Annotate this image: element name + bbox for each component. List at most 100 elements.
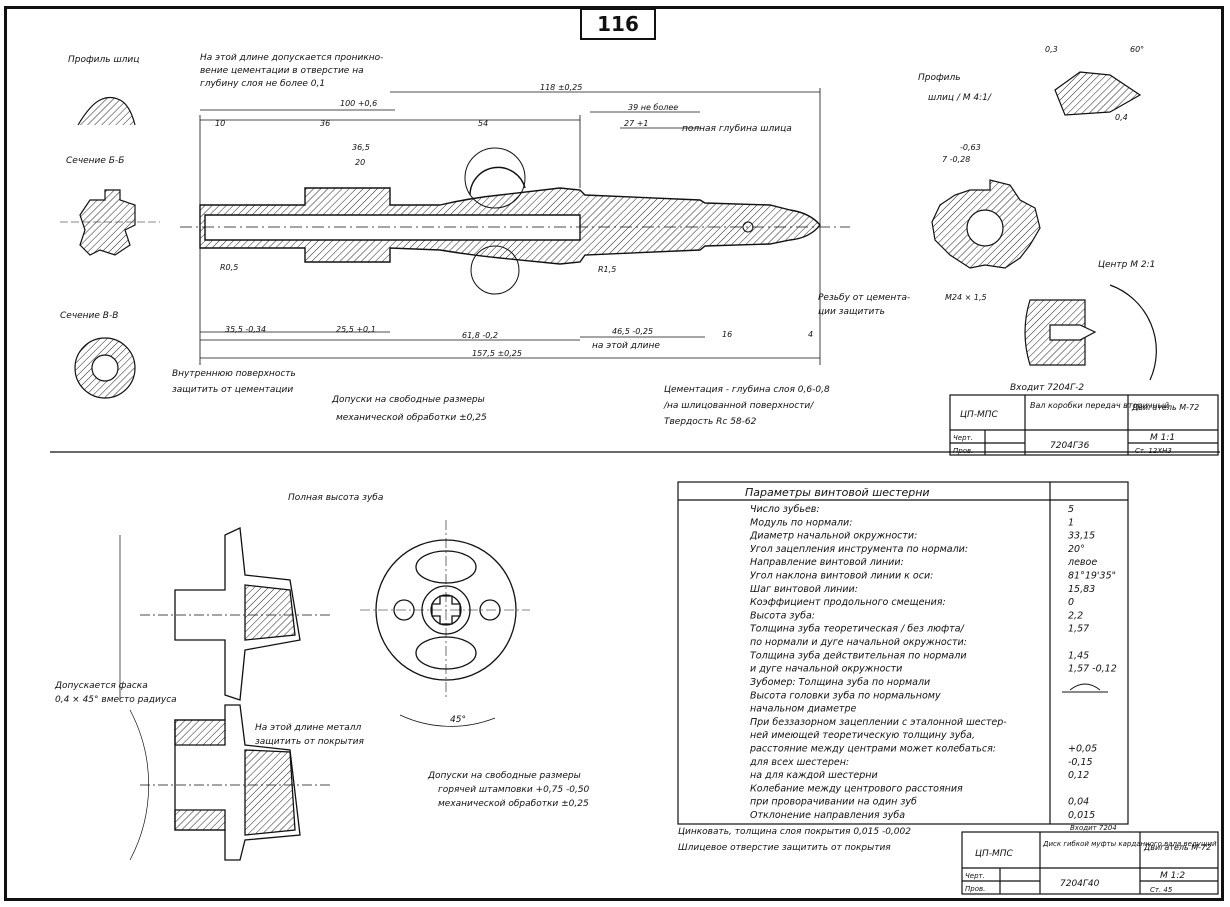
tb-bot-name: Диск гибкой муфты карданного вала ведущи… (1042, 840, 1217, 848)
dim-36: 36 (320, 119, 330, 128)
dim-118: 118 ±0,25 (540, 83, 582, 92)
param-value: 1,57 (1068, 624, 1089, 635)
param-label: При беззазорном зацеплении с эталонной ш… (750, 717, 1007, 728)
top-title-texts: ЦП-МПС Вал коробки передач вторичный Дви… (953, 401, 1199, 455)
center-detail-view (1024, 284, 1157, 381)
param-label: Угол зацепления инструмента по нормали: (750, 544, 968, 555)
dim-4: 4 (808, 330, 813, 339)
enters-label-top: Входит 7204Г-2 (1010, 383, 1084, 393)
chamfer-note-1: Допускается фаска (54, 681, 148, 691)
param-label: Толщина зуба теоретическая / без люфта/ (750, 624, 966, 635)
tb-top-org: ЦП-МПС (960, 410, 999, 420)
top-dimensions: 118 ±0,25 100 +0,6 36 54 39 не более 27 … (215, 45, 1144, 358)
bottom-title-texts: ЦП-МПС Диск гибкой муфты карданного вала… (965, 840, 1217, 894)
dim-r05: R0,5 (220, 263, 238, 272)
flange-view-upper (119, 527, 330, 701)
cross-hole (742, 221, 754, 233)
param-value: -0,15 (1068, 757, 1093, 768)
dim-54: 54 (478, 119, 488, 128)
dim-0-4: 0,4 (1115, 113, 1128, 122)
param-value: 0,04 (1068, 797, 1089, 808)
tolerance-note-2: механической обработки ±0,25 (336, 413, 487, 423)
param-label: Колебание между центрового расстояния (750, 783, 963, 794)
tb-bot-engine: Двигатель М-72 (1143, 843, 1211, 852)
param-label: по нормали и дуге начальной окружности: (750, 637, 967, 648)
inner-surface-note-1: Внутреннюю поверхность (172, 369, 296, 379)
tb-top-role-2: Пров. (953, 447, 973, 455)
bottom-tolerance-2: горячей штамповки +0,75 -0,50 (438, 785, 590, 795)
dim-r15: R1,5 (598, 265, 616, 274)
param-label: Направление винтовой линии: (750, 557, 904, 568)
cementation-note-1: Цементация - глубина слоя 0,6-0,8 (664, 385, 830, 395)
tb-bot-scale: М 1:2 (1160, 871, 1185, 881)
dim-100: 100 +0,6 (340, 99, 377, 108)
param-label: Модуль по нормали: (750, 517, 852, 528)
bottom-tolerance-3: механической обработки ±0,25 (438, 799, 589, 809)
inner-surface-note-2: защитить от цементации (172, 385, 293, 395)
detail-circle-bottom (470, 245, 520, 295)
param-label: Шаг винтовой линии: (750, 584, 858, 595)
param-value: 0,015 (1068, 810, 1095, 821)
param-label: ней имеющей теоретическую толщину зуба, (750, 730, 975, 741)
centering-note-3: глубину слоя не более 0,1 (200, 79, 325, 89)
bottom-tolerance-1: Допуски на свободные размеры (427, 771, 581, 781)
param-value: левое (1067, 557, 1097, 568)
full-spline-depth-note: полная глубина шлица (682, 124, 792, 134)
gear-parameter-table (677, 481, 1129, 825)
param-value: 33,15 (1068, 531, 1095, 542)
zinc-note: Цинковать, толщина слоя покрытия 0,015 -… (678, 827, 911, 837)
hole-note: Шлицевое отверстие защитить от покрытия (678, 843, 891, 853)
param-value: 15,83 (1068, 584, 1095, 595)
dim-16: 16 (722, 330, 732, 339)
param-value: 1 (1068, 517, 1074, 528)
title-block-top (949, 394, 1219, 456)
param-label: Угол наклона винтовой линии к оси: (750, 571, 933, 582)
param-label: Зубомер: Толщина зуба по нормали (750, 677, 930, 688)
section-bb-view (60, 189, 160, 256)
param-label: начальном диаметре (750, 704, 856, 715)
tb-top-scale: М 1:1 (1150, 433, 1175, 443)
tb-bot-org: ЦП-МПС (975, 849, 1014, 859)
tb-top-material: Ст. 12ХН3 (1135, 447, 1172, 455)
param-value: 5 (1068, 504, 1074, 515)
tolerance-note-1: Допуски на свободные размеры (331, 395, 485, 405)
page-frame (4, 6, 1224, 901)
thread-note-2: ции защитить (818, 307, 885, 317)
param-label: для всех шестерен: (749, 757, 849, 768)
dim-60: 60° (1130, 45, 1144, 54)
tb-bot-role-1: Черт. (965, 872, 985, 880)
param-value: 20° (1068, 544, 1085, 555)
param-label: и дуге начальной окружности (750, 664, 902, 675)
param-label: Число зубьев: (750, 504, 820, 515)
profile-label: Профиль (918, 73, 961, 83)
enters-label-bottom: Входит 7204 (1070, 824, 1117, 832)
param-label: Толщина зуба действительная по нормали (750, 650, 967, 661)
param-label: на для каждой шестерни (750, 770, 878, 781)
param-table-text: Параметры винтовой шестерни Число зубьев… (745, 486, 1117, 821)
center-label: Центр М 2:1 (1098, 260, 1155, 270)
full-tooth-height-note: Полная высота зуба (288, 493, 383, 503)
full-length-note: на этой длине (592, 341, 660, 351)
spline-profile-label: Профиль шлиц (68, 55, 139, 65)
coating-note-1: На этой длине металл (255, 723, 361, 733)
shaft-bore (204, 214, 581, 241)
param-value: 1,45 (1068, 650, 1089, 661)
cementation-note-3: Твердость Rс 58-62 (664, 417, 757, 427)
param-label: Коэффициент продольного смещения: (750, 597, 946, 608)
param-value: 2,2 (1068, 610, 1083, 621)
param-label: Отклонение направления зуба (750, 810, 905, 821)
gear-tooth-sketch (1062, 683, 1108, 693)
section-vv-view (74, 337, 136, 399)
dim-tol: -0,63 (960, 143, 981, 152)
dim-0-3: 0,3 (1045, 45, 1058, 54)
section-vv-label: Сечение В-В (60, 311, 118, 321)
param-label: при проворачивании на один зуб (750, 797, 917, 808)
dim-10: 10 (215, 119, 225, 128)
dimension-lines (199, 88, 821, 365)
dim-36-5: 36,5 (352, 143, 370, 152)
param-label: Высота головки зуба по нормальному (750, 690, 941, 701)
angle-45: 45° (450, 715, 466, 725)
spline-scale-label: шлиц / М 4:1/ (928, 93, 992, 103)
